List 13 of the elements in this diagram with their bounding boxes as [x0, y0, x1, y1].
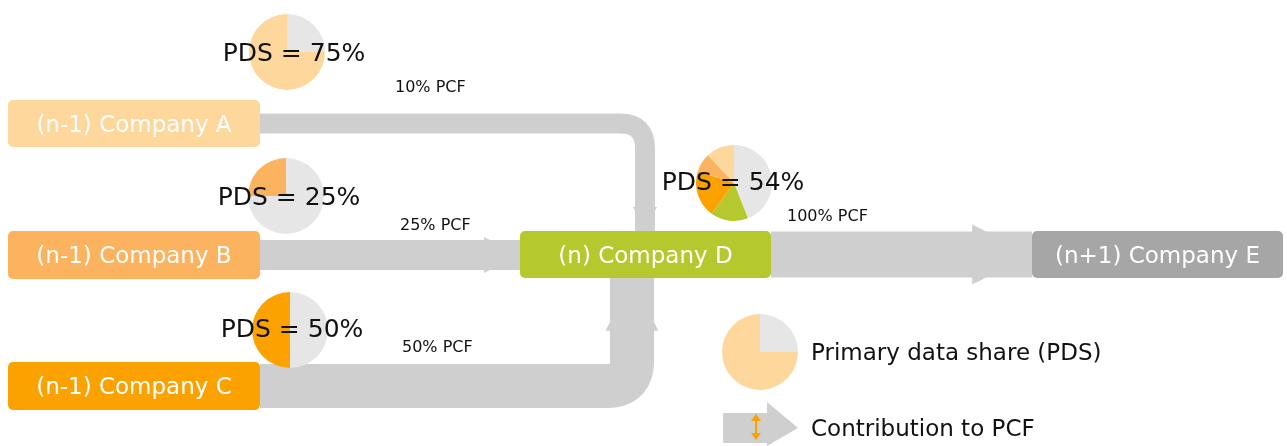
flow-arrow	[771, 224, 1032, 285]
flow-arrow	[260, 237, 520, 273]
flow-arrow	[260, 113, 657, 231]
legend-text: Primary data share (PDS)	[811, 339, 1102, 365]
company-box: (n-1) Company B	[8, 231, 260, 279]
company-box: (n-1) Company A	[8, 100, 260, 147]
company-box: (n+1) Company E	[1032, 231, 1283, 278]
pds-label: PDS = 25%	[217, 181, 361, 211]
flow-arrow	[260, 278, 659, 408]
pds-label: PDS = 75%	[222, 37, 366, 67]
legend-text: Contribution to PCF	[811, 415, 1035, 441]
company-box: (n) Company D	[520, 231, 771, 278]
company-box: (n-1) Company C	[8, 362, 260, 410]
